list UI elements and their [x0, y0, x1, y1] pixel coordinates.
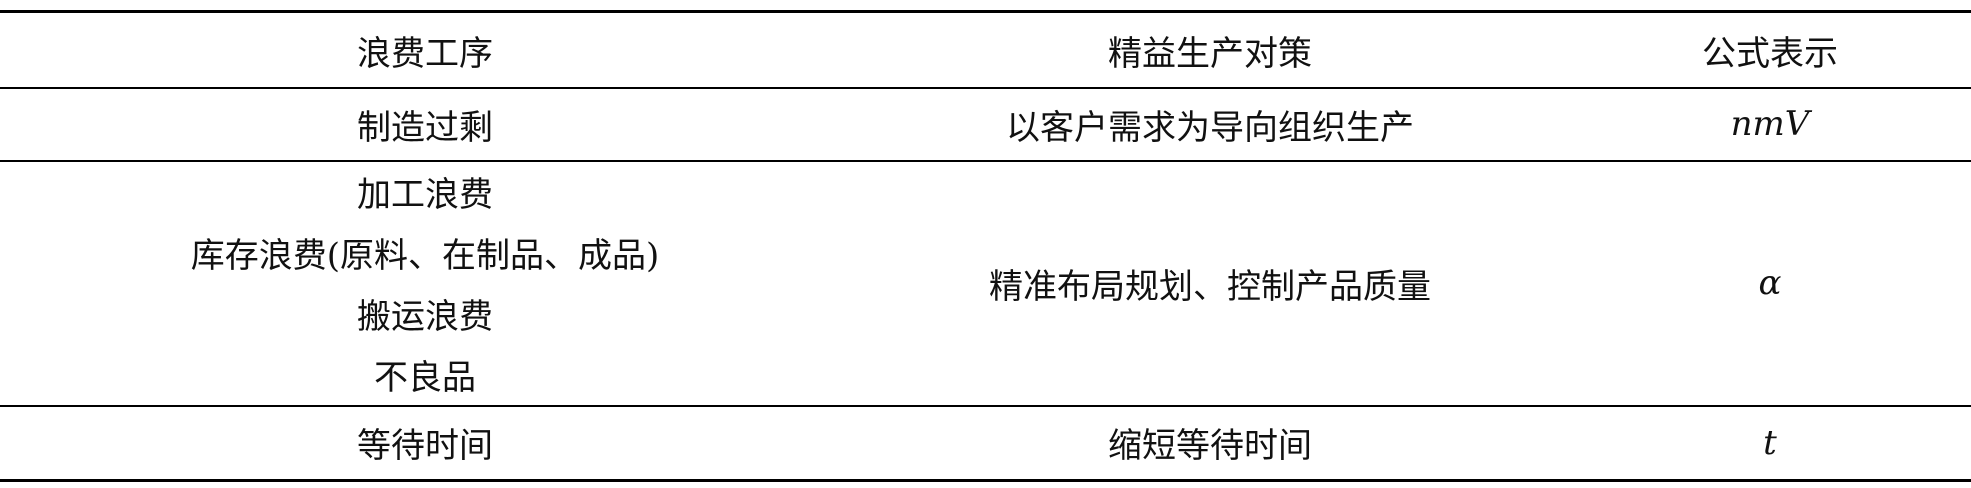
row-2-strategy: 精准布局规划、控制产品质量 — [989, 266, 1431, 307]
table-bottom-rule — [0, 479, 1971, 482]
row-2-rule — [0, 405, 1971, 407]
waste-countermeasure-table: 浪费工序 精益生产对策 公式表示 制造过剩 以客户需求为导向组织生产 nmV 加… — [0, 10, 1971, 482]
process-item: 搬运浪费 — [357, 297, 493, 337]
row-1-strategy: 以客户需求为导向组织生产 — [1006, 107, 1414, 148]
row-3-process: 等待时间 — [357, 426, 493, 466]
header-waste-process: 浪费工序 — [357, 33, 493, 74]
row-3-strategy: 缩短等待时间 — [1108, 426, 1312, 466]
row-3-formula: t — [1763, 422, 1777, 463]
header-formula: 公式表示 — [1702, 33, 1838, 74]
row-2-process-list: 加工浪费 库存浪费(原料、在制品、成品) 搬运浪费 不良品 — [191, 167, 660, 399]
row-2-formula: α — [1758, 263, 1782, 303]
process-item: 库存浪费(原料、在制品、成品) — [190, 236, 660, 276]
row-1-rule — [0, 160, 1971, 162]
row-1-formula: nmV — [1730, 104, 1810, 144]
table-top-rule — [0, 10, 1971, 13]
header-rule — [0, 87, 1971, 89]
header-lean-strategy: 精益生产对策 — [1108, 33, 1312, 74]
row-1-process: 制造过剩 — [357, 107, 493, 148]
process-item: 不良品 — [374, 358, 476, 398]
row-2-process: 加工浪费 库存浪费(原料、在制品、成品) 搬运浪费 不良品 — [0, 161, 850, 405]
process-item: 加工浪费 — [357, 175, 493, 215]
